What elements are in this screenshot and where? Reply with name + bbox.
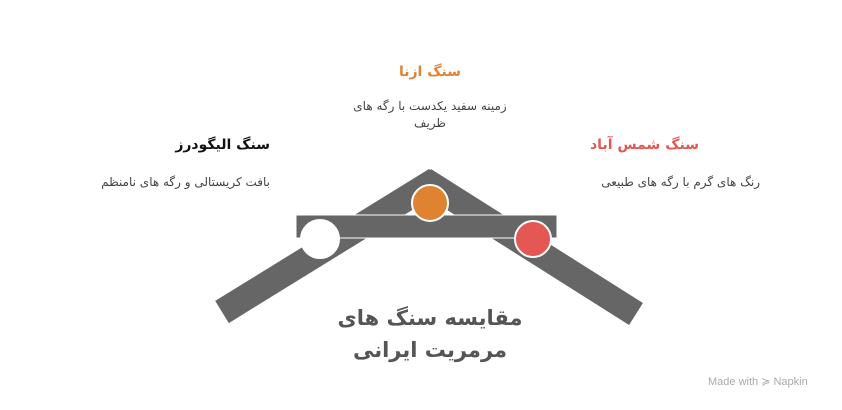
main-title: مقایسه سنگ های مرمریت ایرانی [337, 306, 523, 362]
footer: Made with ≽ Napkin [708, 375, 808, 388]
brand-label: Napkin [773, 376, 808, 388]
white-marker [300, 219, 340, 259]
item-title-shamsabad: سنگ شمس آباد [590, 137, 700, 153]
item-title-aligudarz: سنگ الیگودرز [175, 137, 270, 153]
item-title-azna: سنگ ازنا [398, 64, 462, 80]
red-marker [514, 220, 552, 258]
made-with-label: Made with [708, 376, 759, 388]
item-desc-aligudarz: بافت کریستالی و رگه های نامنظم [101, 175, 270, 189]
item-desc-shamsabad: رنگ های گرم با رگه های طبیعی [601, 175, 760, 189]
napkin-logo-icon: ≽ [761, 376, 771, 388]
item-desc-azna: زمینه سفید یکدست با رگه های ظریف [353, 99, 507, 130]
orange-marker [411, 184, 449, 222]
